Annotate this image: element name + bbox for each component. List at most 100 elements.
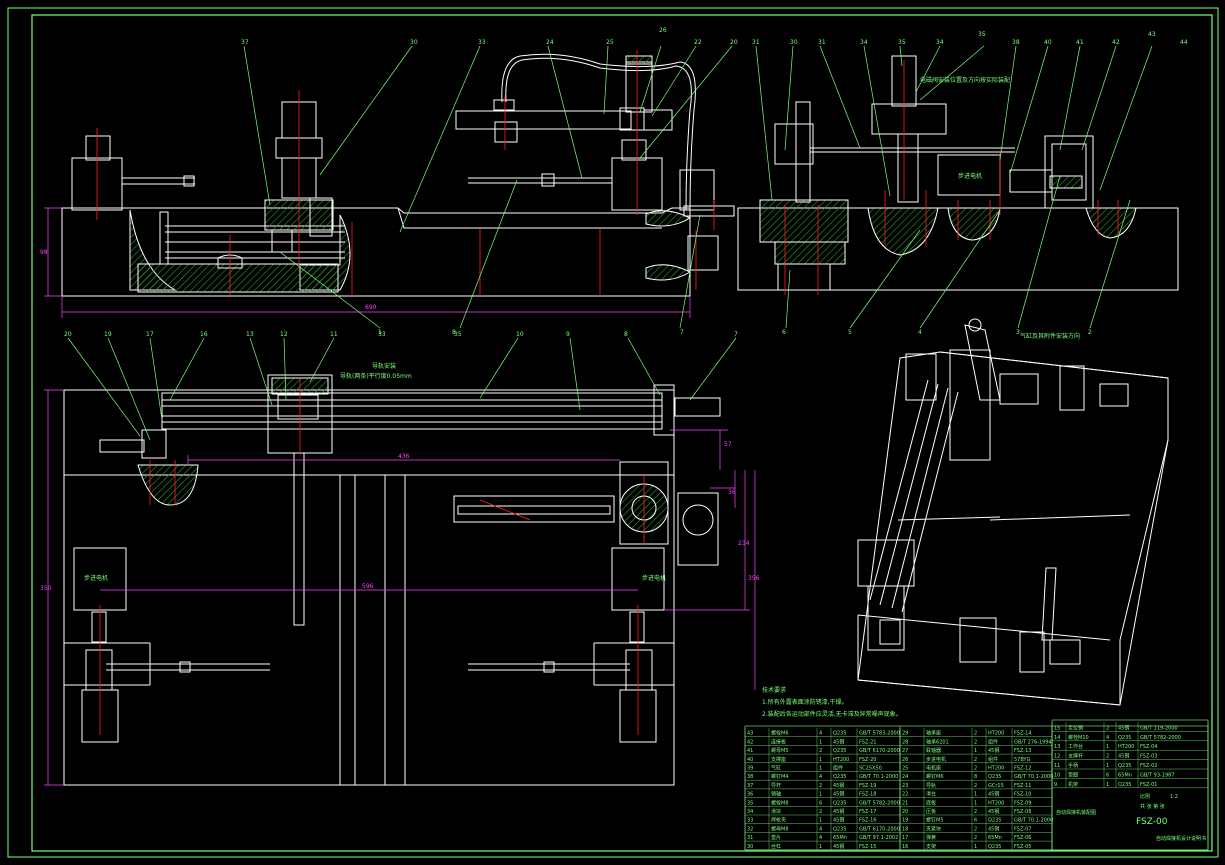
bom-cell: FSZ-20 xyxy=(859,757,876,763)
sheet-border-inner xyxy=(31,14,1213,852)
bom-cell: GB/T 70.1-2000 xyxy=(859,774,898,780)
bom-cell: 23 xyxy=(902,783,908,789)
bom-cell: 组件 xyxy=(988,756,998,763)
callout-side-30: 30 xyxy=(790,39,798,46)
callout-b-6: 6 xyxy=(782,329,786,336)
bom-cell: 1 xyxy=(819,757,822,763)
bom-cell: Q235 xyxy=(988,844,1001,850)
bom-cell: 16 xyxy=(902,844,908,850)
callout-plan-17: 17 xyxy=(146,331,154,338)
bom-cell: 4 xyxy=(819,774,822,780)
callout-plan-12: 12 xyxy=(280,331,288,338)
bom-cell: 43 xyxy=(747,731,753,737)
bom-cell: FSZ-08 xyxy=(1014,809,1031,815)
bom-cell: 45钢 xyxy=(833,738,844,745)
bom-cell: 65Mn xyxy=(1118,772,1132,778)
bom-cell: FSZ-21 xyxy=(859,739,876,745)
callout-plan-8: 8 xyxy=(624,331,628,338)
bom-cell: 1 xyxy=(1106,744,1109,750)
bom-cell: FSZ-14 xyxy=(1014,731,1031,737)
bom-cell: 销轴 xyxy=(771,791,781,798)
bom-cell: GB/T 6170-2000 xyxy=(859,748,900,754)
bom-cell: 45钢 xyxy=(833,843,844,850)
side-motor-label: 步进电机 xyxy=(958,172,982,180)
bom-cell: 45钢 xyxy=(988,791,999,798)
side-centerlines xyxy=(784,60,1119,295)
bom-cell: 压板 xyxy=(926,808,936,815)
bom-cell: 4 xyxy=(819,826,822,832)
bom-cell: GB/T 276-1994 xyxy=(1014,739,1052,745)
bom-cell: GB/T 5783-2000 xyxy=(859,731,900,737)
callout-plan-11: 11 xyxy=(330,331,338,338)
sheet-border-outer xyxy=(7,7,1219,858)
callout-30: 30 xyxy=(410,39,418,46)
bom-cell: HT200 xyxy=(988,731,1004,737)
bom-cell: 螺栓M10 xyxy=(1068,734,1089,741)
callout-side-31: 31 xyxy=(752,39,760,46)
bom-cell: Q235 xyxy=(1118,735,1131,741)
bom-cell: 导杆 xyxy=(771,782,781,789)
title-block-drawing-no: FSZ-00 xyxy=(1136,817,1168,827)
bom-cell: FSZ-06 xyxy=(1014,835,1031,841)
bom-cell: 45钢 xyxy=(833,791,844,798)
dim-plan-span: 436 xyxy=(398,453,410,460)
bom-cell: 12 xyxy=(1054,754,1060,760)
bom-cell: 27 xyxy=(902,748,908,754)
bom-cell: 11 xyxy=(1054,763,1060,769)
bom-cell: 夹紧块 xyxy=(926,825,941,832)
bom-cell: 2 xyxy=(819,783,822,789)
bom-cell: 45钢 xyxy=(833,782,844,789)
callout-side-40: 40 xyxy=(1044,39,1052,46)
callout-side-44: 44 xyxy=(1180,39,1188,46)
bom-cell: GB/T 6170-2000 xyxy=(859,826,900,832)
bom-cell: 1 xyxy=(974,748,977,754)
bom-cell: 螺钉M4 xyxy=(771,773,789,780)
front-leaders xyxy=(243,45,733,329)
callout-b-3: 3 xyxy=(1016,329,1020,336)
bom-cell: 20 xyxy=(902,809,908,815)
callout-20: 20 xyxy=(730,39,738,46)
bom-cell: 45钢 xyxy=(988,825,999,832)
bom-cell: GB/T 97.1-2002 xyxy=(859,835,898,841)
callout-b-2: 2 xyxy=(1088,329,1092,336)
plan-note-title: 导轨安装 xyxy=(372,362,396,370)
bom-cell: Q235 xyxy=(833,800,846,806)
callout-25: 25 xyxy=(606,39,614,46)
bom-cell: 36 xyxy=(747,792,753,798)
bom-cell: FSZ-07 xyxy=(1014,826,1031,832)
bom-cell: 焊枪夹 xyxy=(771,817,786,824)
isometric-view xyxy=(857,318,1169,706)
callout-plan-20: 20 xyxy=(64,331,72,338)
dim-front-height: 98 xyxy=(40,249,48,256)
bom-cell: 14 xyxy=(1054,735,1060,741)
title-block-sheet: 共 张 第 张 xyxy=(1140,803,1165,810)
bom-cell: 气缸 xyxy=(771,765,781,772)
bom-cell: 65Mn xyxy=(988,835,1002,841)
callout-side-34b: 34 xyxy=(936,39,944,46)
callout-b-1: 1 xyxy=(378,329,382,336)
bom-cell: 电机座 xyxy=(926,765,941,772)
title-block-scale-label: 比例 xyxy=(1140,793,1150,800)
bom-cell: 2 xyxy=(974,826,977,832)
callout-37: 37 xyxy=(241,39,249,46)
bom-cell: HT200 xyxy=(988,766,1004,772)
bom-cell: 螺母M5 xyxy=(771,747,789,754)
tech-title: 技术要求 xyxy=(762,686,786,694)
bom-cell: FSZ-11 xyxy=(1014,783,1031,789)
callout-b-8: 8 xyxy=(452,329,456,336)
bom-cell: Q235 xyxy=(1118,763,1131,769)
callout-side-31b: 31 xyxy=(818,39,826,46)
bom-cell: 4 xyxy=(819,835,822,841)
bom-cell: FSZ-19 xyxy=(859,783,876,789)
bom-cell: 1 xyxy=(974,844,977,850)
callout-plan-13: 13 xyxy=(246,331,254,338)
bom-cell: 10 xyxy=(1054,772,1060,778)
bom-cell: 4 xyxy=(819,731,822,737)
front-dimensions xyxy=(44,207,691,318)
callout-side-41: 41 xyxy=(1076,39,1084,46)
callout-side-34: 34 xyxy=(860,39,868,46)
bom-cell: 42 xyxy=(747,739,753,745)
bom-cell: 9 xyxy=(1054,782,1057,788)
bom-cell: 组件 xyxy=(988,738,998,745)
